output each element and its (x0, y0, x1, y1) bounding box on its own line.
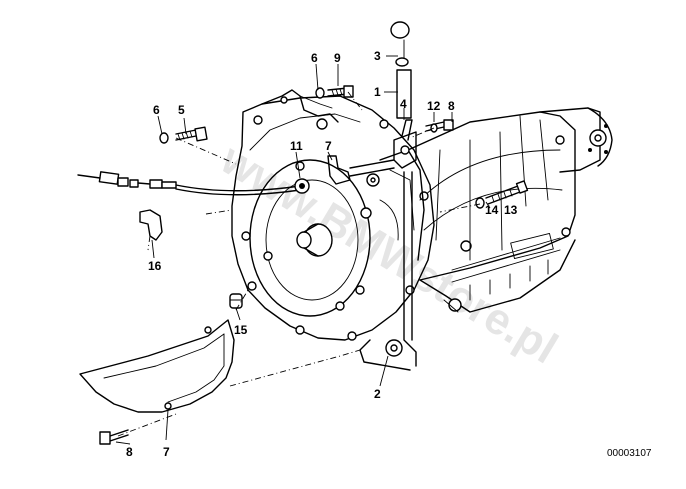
diagram-reference-number: 00003107 (607, 448, 652, 459)
clip-part-16 (139, 209, 163, 241)
label-part-7-top: 7 (325, 139, 332, 153)
label-part-4: 4 (400, 97, 407, 111)
bolt-part-8-bottom (99, 429, 129, 445)
dipstick-tube (390, 21, 417, 169)
label-part-9: 9 (334, 51, 341, 65)
label-part-6-left: 6 (153, 103, 160, 117)
label-part-15: 15 (234, 323, 248, 337)
bolt-part-8-top (425, 119, 454, 133)
label-part-5: 5 (178, 103, 185, 117)
bell-housing (231, 89, 435, 341)
leader-lines (115, 55, 491, 445)
label-part-3: 3 (374, 49, 381, 63)
label-part-2: 2 (374, 387, 381, 401)
bolt-part-5 (159, 126, 208, 144)
center-lines (117, 91, 481, 437)
label-part-7-bottom: 7 (163, 445, 170, 459)
label-part-1: 1 (374, 85, 381, 99)
label-part-12: 12 (427, 99, 441, 113)
bracket-part-7 (327, 155, 395, 185)
label-part-8-top: 8 (448, 99, 455, 113)
label-part-16: 16 (148, 259, 162, 273)
bolt-part-9 (315, 85, 354, 99)
label-part-8-bottom: 8 (126, 445, 133, 459)
label-part-13: 13 (504, 203, 518, 217)
label-part-14: 14 (485, 203, 499, 217)
bolt-part-13 (475, 180, 529, 209)
dust-cover-part-7 (79, 319, 235, 413)
throttle-cable (77, 171, 301, 196)
transmission-housing (407, 107, 613, 313)
label-part-11: 11 (290, 139, 303, 153)
grommet-part-11 (294, 178, 310, 194)
part-labels: 3 1 4 6 9 6 5 12 8 11 7 14 13 16 15 2 7 … (126, 49, 518, 459)
selector-rod (359, 171, 417, 371)
bushing-part-15 (229, 293, 243, 309)
label-part-6-top: 6 (311, 51, 318, 65)
